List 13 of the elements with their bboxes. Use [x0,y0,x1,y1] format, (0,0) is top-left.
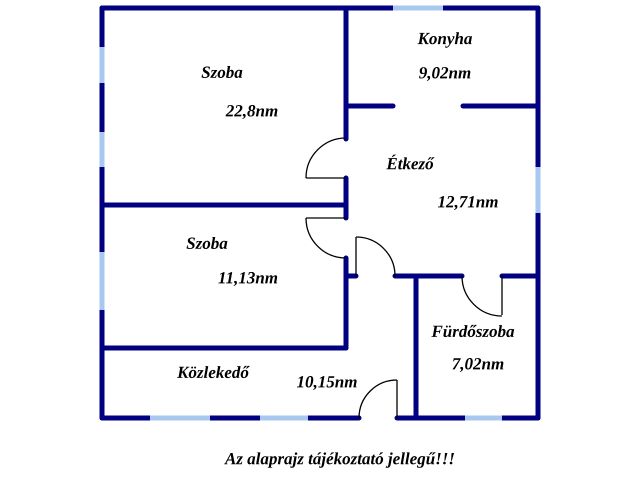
room-name: Közlekedő [177,366,250,378]
room-area: 10,15nm [296,376,357,390]
room-name: Konyha [417,32,472,48]
room-name: Étkező [386,154,434,170]
room-name: Szoba [186,237,228,249]
room-area: 12,71nm [438,196,498,210]
room-area: 9,02nm [419,67,470,81]
room-area: 22,8nm [226,105,278,119]
caption: Az alaprajz tájékoztató jellegű!!! [224,452,454,468]
room-area: 11,13nm [218,272,278,286]
room-name: Szoba [202,66,242,78]
room-area: 7,02nm [452,358,504,372]
room-name: Fürdőszoba [431,324,514,338]
